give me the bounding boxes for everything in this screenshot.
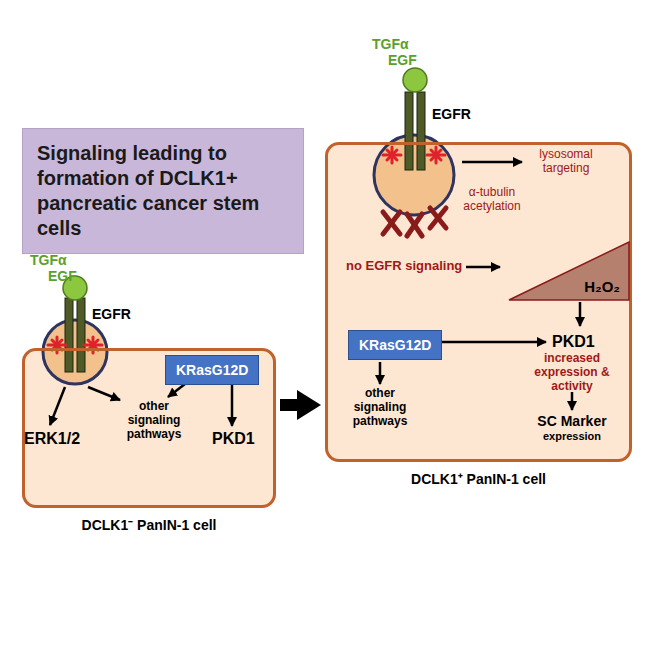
kras-label: KRasG12D bbox=[359, 337, 431, 353]
pathway-label: other signaling pathways bbox=[338, 387, 422, 428]
h2o2-label: H₂O₂ bbox=[584, 278, 620, 295]
pathway-label: ERK1/2 bbox=[24, 430, 80, 448]
receptor-label: EGFR bbox=[92, 306, 131, 322]
effect-label: lysosomal targeting bbox=[526, 148, 606, 176]
egfr-right bbox=[374, 68, 454, 236]
title-box: Signaling leading to formation of DCLK1+… bbox=[22, 128, 304, 254]
ligand-label: EGF bbox=[388, 52, 417, 68]
cell-label: DCLK1⁻ PanIN-1 cell bbox=[25, 515, 273, 534]
transition-arrow bbox=[280, 399, 297, 411]
kras-box: KRasG12D bbox=[165, 355, 259, 385]
ligand-label: EGF bbox=[48, 268, 77, 284]
ligand-label: TGFα bbox=[372, 36, 409, 52]
kras-label: KRasG12D bbox=[176, 362, 248, 378]
marker-label: expression bbox=[522, 430, 622, 443]
ligand-label: TGFα bbox=[30, 252, 67, 268]
kras-box: KRasG12D bbox=[348, 330, 442, 360]
effect-label: no EGFR signaling bbox=[346, 259, 462, 274]
receptor-label: EGFR bbox=[432, 106, 471, 122]
marker-label: SC Marker bbox=[522, 413, 622, 429]
h2o2-wedge: H₂O₂ bbox=[508, 241, 630, 301]
title-text: Signaling leading to formation of DCLK1+… bbox=[37, 141, 289, 241]
pathway-label: PKD1 bbox=[212, 430, 255, 448]
pathway-label: other signaling pathways bbox=[112, 400, 196, 441]
cell-fill bbox=[325, 142, 632, 462]
egfr-left bbox=[43, 276, 107, 384]
cell-label: DCLK1⁺ PanIN-1 cell bbox=[328, 469, 629, 488]
effect-label: increased expression & activity bbox=[522, 352, 622, 393]
pathway-label: PKD1 bbox=[552, 333, 595, 351]
effect-label: α-tubulin acetylation bbox=[452, 186, 532, 214]
